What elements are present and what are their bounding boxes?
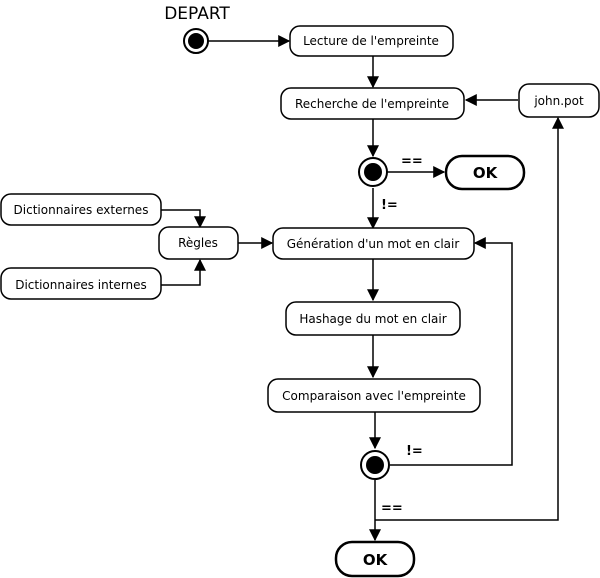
node-dict-externes-label: Dictionnaires externes (14, 203, 149, 217)
node-recherche-label: Recherche de l'empreinte (295, 97, 449, 111)
node-hashage-mot: Hashage du mot en clair (285, 301, 461, 336)
edge-label-eq-bottom: == (381, 501, 403, 516)
node-ok-bottom: OK (334, 540, 416, 578)
node-comparaison-empreinte: Comparaison avec l'empreinte (267, 378, 481, 413)
node-john-pot: john.pot (518, 83, 600, 118)
arrow-decision-loop-to-generation (390, 237, 513, 466)
decision-node-top-inner (364, 163, 382, 181)
node-dictionnaires-externes: Dictionnaires externes (0, 193, 162, 226)
edge-label-neq-bottom: != (406, 444, 423, 459)
node-generation-mot: Génération d'un mot en clair (272, 227, 475, 260)
start-label: DEPART (164, 4, 230, 24)
node-comparaison-label: Comparaison avec l'empreinte (282, 389, 466, 403)
arrow-dict-externes-to-regles (161, 209, 206, 229)
edge-label-neq-top: != (381, 198, 398, 213)
node-lecture-label: Lecture de l'empreinte (303, 34, 439, 48)
decision-node-bottom-inner (366, 456, 384, 474)
node-regles: Règles (158, 226, 239, 260)
node-recherche-empreinte: Recherche de l'empreinte (280, 87, 465, 120)
node-lecture-empreinte: Lecture de l'empreinte (289, 25, 454, 57)
start-node-inner (188, 33, 204, 49)
node-dict-internes-label: Dictionnaires internes (15, 278, 147, 292)
edge-label-eq-top: == (401, 154, 423, 169)
node-regles-label: Règles (178, 236, 218, 250)
node-ok-bottom-label: OK (363, 551, 389, 569)
node-generation-label: Génération d'un mot en clair (287, 237, 460, 251)
node-hashage-label: Hashage du mot en clair (299, 312, 446, 326)
node-ok-top: OK (444, 154, 526, 191)
node-dictionnaires-internes: Dictionnaires internes (0, 267, 162, 300)
arrow-dict-internes-to-regles (161, 258, 206, 286)
node-john-pot-label: john.pot (533, 94, 584, 108)
arrow-decision-to-johnpot (375, 116, 564, 521)
node-ok-top-label: OK (473, 164, 499, 182)
